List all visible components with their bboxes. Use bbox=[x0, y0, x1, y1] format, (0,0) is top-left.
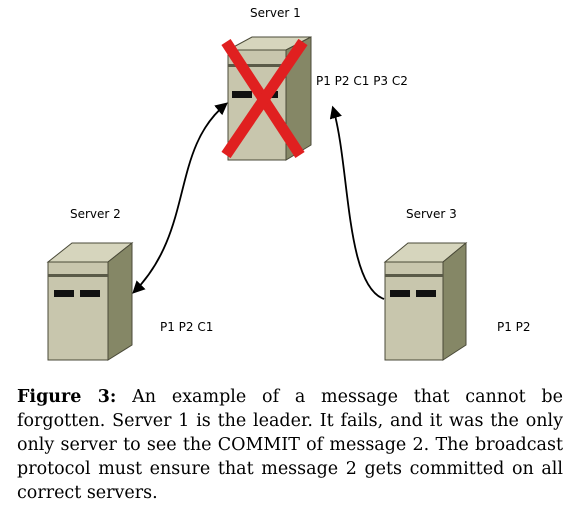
server-2-log: P1 P2 C1 bbox=[160, 320, 213, 334]
server-3-log: P1 P2 bbox=[497, 320, 531, 334]
link-server3-server1 bbox=[329, 105, 385, 300]
server-2-drive-bay-right bbox=[80, 290, 100, 297]
server-3: Server 3 P1 P2 bbox=[383, 207, 531, 361]
server-3-drive-bay-right bbox=[416, 290, 436, 297]
server-3-side bbox=[442, 241, 467, 361]
server-3-front bbox=[384, 261, 444, 361]
server-2-drive-bay-left bbox=[54, 290, 74, 297]
server-3-panel-line bbox=[385, 274, 443, 277]
server-2-side bbox=[107, 241, 133, 361]
link-server2-server1 bbox=[132, 102, 228, 294]
server-2-label: Server 2 bbox=[70, 207, 121, 221]
caption-text: An example of a message that cannot be f… bbox=[17, 387, 563, 503]
figure-caption: Figure 3: An example of a message that c… bbox=[17, 385, 563, 505]
server-1: Server 1 P1 P2 C1 P3 C2 bbox=[221, 6, 408, 161]
server-2-front bbox=[47, 261, 109, 361]
server-1-log: P1 P2 C1 P3 C2 bbox=[316, 74, 408, 88]
server-2: Server 2 P1 P2 C1 bbox=[46, 207, 213, 361]
server-1-drive-bay-left bbox=[232, 91, 252, 98]
server-3-label: Server 3 bbox=[406, 207, 457, 221]
server-3-drive-bay-left bbox=[390, 290, 410, 297]
server-1-label: Server 1 bbox=[250, 6, 301, 20]
server-2-panel-line bbox=[48, 274, 108, 277]
architecture-diagram: Server 1 P1 P2 C1 P3 C2 Server 2 P1 P2 C… bbox=[46, 6, 531, 361]
server-1-panel-line bbox=[228, 64, 286, 67]
failure-x-icon bbox=[221, 38, 308, 159]
figure-label: Figure 3: bbox=[17, 387, 117, 407]
